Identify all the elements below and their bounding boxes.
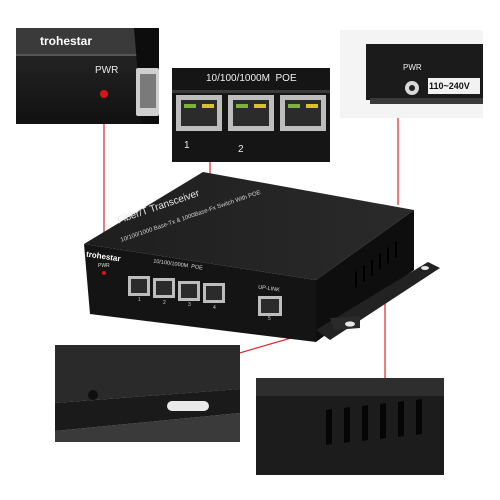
pwr-closeup: trohestar PWR — [16, 28, 159, 124]
power-label-closeup: PWR — [403, 63, 422, 72]
mount-slot-side — [421, 266, 429, 270]
mount-slot-closeup — [167, 401, 209, 411]
mount-flange-front — [330, 316, 360, 330]
voltage-label-box — [428, 78, 480, 94]
vents-closeup — [256, 378, 444, 475]
poe-label-closeup: 10/100/1000M POE — [206, 73, 297, 84]
mount-closeup-left — [55, 345, 240, 442]
device-port-4-number: 4 — [213, 305, 216, 311]
voltage-label: 110~240V — [429, 81, 470, 91]
device-uplink-port — [258, 296, 282, 316]
device-ports — [128, 276, 225, 303]
port-1-closeup — [176, 95, 222, 131]
device-pwr-led — [102, 271, 106, 275]
device-port-1-number: 1 — [138, 297, 141, 303]
mount-slot-front — [345, 321, 355, 327]
device-pwr-label: PWR — [98, 263, 110, 269]
device-top — [84, 172, 414, 280]
ports-closeup: 10/100/1000M POE 1 2 — [172, 68, 330, 162]
port-2-closeup — [228, 95, 274, 131]
brand-logo-closeup: trohestar — [40, 34, 93, 48]
device-uplink-number: 5 — [268, 316, 271, 322]
device-port-3-number: 3 — [188, 302, 191, 308]
side-vents — [355, 241, 397, 288]
pwr-label-closeup: PWR — [95, 65, 119, 76]
port-3-closeup — [280, 95, 326, 131]
port-2-number-closeup: 2 — [238, 144, 244, 155]
device-port-2-number: 2 — [163, 300, 166, 306]
power-closeup: PWR 110~240V — [340, 30, 483, 118]
pwr-led — [100, 90, 108, 98]
port-1-number-closeup: 1 — [184, 140, 190, 151]
